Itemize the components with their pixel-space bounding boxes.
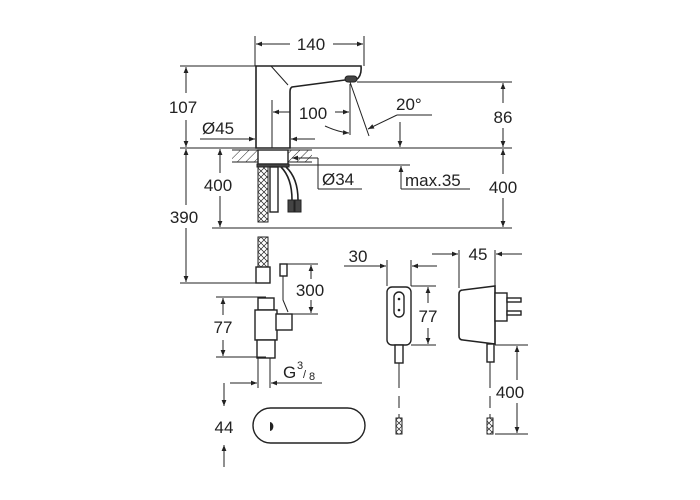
label-77-adapter: 77 (419, 307, 438, 326)
thread-denominator: 8 (309, 371, 315, 383)
power-adapter-front (386, 286, 412, 435)
label-30: 30 (349, 247, 368, 266)
label-diameter-34: Ø34 (322, 170, 354, 189)
faucet-side-view (255, 65, 370, 149)
label-thread-size: G 3 / 8 (283, 360, 315, 383)
thread-slash: / (303, 369, 307, 381)
label-400-cable: 400 (489, 178, 517, 197)
thread-numerator: 3 (297, 360, 303, 372)
dimension-width-140: 140 (254, 35, 365, 66)
solenoid-valve (254, 263, 293, 359)
label-45: 45 (469, 245, 488, 264)
label-390: 390 (170, 208, 198, 227)
power-adapter-side (458, 285, 522, 435)
sensor-front-view (252, 407, 366, 444)
counter-section (232, 149, 312, 223)
label-44: 44 (215, 418, 234, 437)
label-77-valve: 77 (214, 318, 233, 337)
label-140: 140 (297, 35, 325, 54)
hose-end (255, 236, 271, 284)
label-300: 300 (296, 281, 324, 300)
thread-prefix: G (283, 363, 296, 382)
label-400-hose: 400 (204, 176, 232, 195)
label-86: 86 (494, 108, 513, 127)
label-107: 107 (169, 98, 197, 117)
label-20-degrees: 20° (396, 95, 422, 114)
label-max-35: max.35 (405, 171, 461, 190)
label-100: 100 (299, 104, 327, 123)
label-400-adapter-cable: 400 (496, 383, 524, 402)
label-diameter-45: Ø45 (202, 119, 234, 138)
